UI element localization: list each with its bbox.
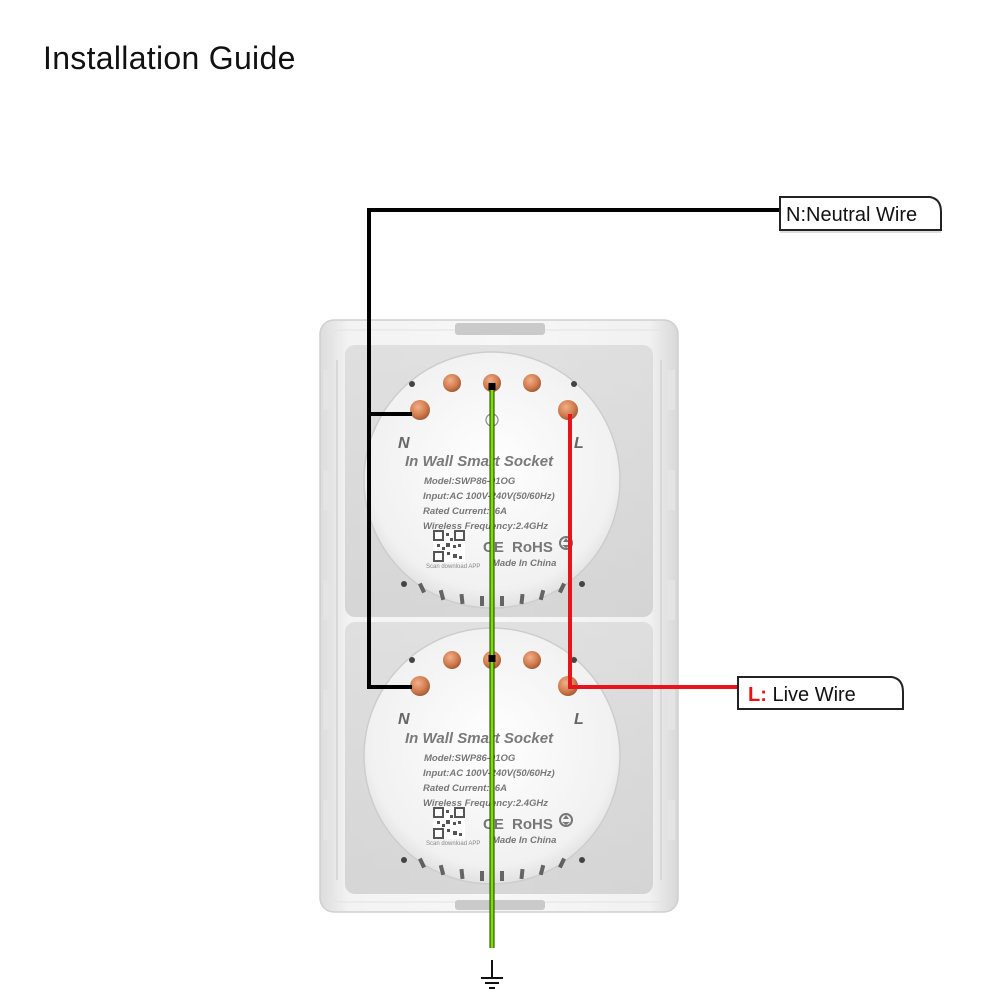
rohs-mark: RoHS xyxy=(512,539,553,556)
live-mark-label: L xyxy=(574,711,584,728)
module-title: In Wall Smart Socket xyxy=(405,453,554,470)
module-frequency: Wireless Frequency:2.4GHz xyxy=(423,798,548,809)
scan-app-label: Scan download APP xyxy=(426,841,480,847)
live-wire-key: L: xyxy=(748,684,767,706)
rohs-mark: RoHS xyxy=(512,816,553,833)
module-input: Input:AC 100V-240V(50/60Hz) xyxy=(423,768,555,779)
vent-slots xyxy=(418,857,566,881)
page-title: Installation Guide xyxy=(43,40,296,76)
neutral-mark-label: N xyxy=(398,435,410,452)
live-wire-label: Live Wire xyxy=(767,684,856,706)
recycle-icon xyxy=(559,813,573,827)
qr-code-icon xyxy=(433,807,465,839)
scan-app-label: Scan download APP xyxy=(426,564,480,570)
qr-code-icon xyxy=(433,530,465,562)
live-wire-callout: L: Live Wire xyxy=(737,676,904,710)
module-input: Input:AC 100V-240V(50/60Hz) xyxy=(423,491,555,502)
svg-text:L: Live Wire: L: Live Wire xyxy=(748,684,856,706)
neutral-mark-label: N xyxy=(398,711,410,728)
module-model: Model:SWP86-01OG xyxy=(424,476,516,487)
live-mark-label: L xyxy=(574,435,584,452)
module-current: Rated Current:16A xyxy=(423,783,507,794)
vent-slots xyxy=(418,582,566,606)
neutral-wire-label: N:Neutral Wire xyxy=(786,204,917,226)
ground-symbol-icon xyxy=(481,960,503,989)
module-title: In Wall Smart Socket xyxy=(405,730,554,747)
live-wire xyxy=(568,414,738,689)
made-in-label: Made In China xyxy=(492,835,556,846)
module-model: Model:SWP86-01OG xyxy=(424,753,516,764)
neutral-wire xyxy=(367,208,780,689)
ground-wire xyxy=(488,383,496,948)
neutral-wire-callout: N:Neutral Wire xyxy=(779,196,942,233)
module-current: Rated Current:16A xyxy=(423,506,507,517)
made-in-label: Made In China xyxy=(492,558,556,569)
module-frequency: Wireless Frequency:2.4GHz xyxy=(423,521,548,532)
